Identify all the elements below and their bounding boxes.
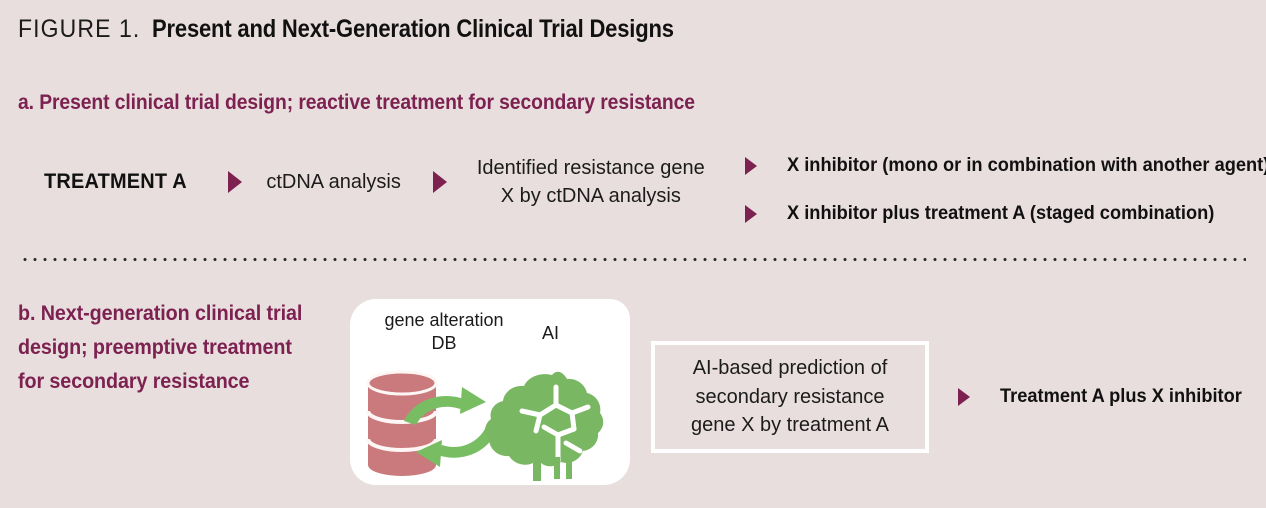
flow-arrow-icon-2 [432, 171, 447, 193]
cycle-arrows-icon [404, 387, 496, 467]
gene-alteration-db-label: gene alteration DB [384, 310, 504, 354]
outcome-arrow-icon [745, 157, 757, 175]
outcome-arrow-icon [958, 388, 970, 406]
section-a-outcome-list: X inhibitor (mono or in combination with… [745, 142, 1266, 238]
database-icon [366, 370, 438, 476]
ai-label: AI [542, 323, 560, 343]
section-a-heading: a. Present clinical trial design; reacti… [18, 91, 695, 114]
figure-title-text: Present and Next-Generation Clinical Tri… [151, 15, 674, 43]
flow-step-ctdna-analysis: ctDNA analysis [266, 170, 401, 193]
brain-icon [485, 371, 604, 481]
outcome-arrow-icon [745, 205, 757, 223]
ai-prediction-text: AI-based prediction of secondary resista… [691, 356, 889, 437]
section-b-heading: b. Next-generation clinical trial design… [18, 302, 303, 394]
flow-arrow-icon-1 [228, 171, 243, 193]
outcome-label: X inhibitor (mono or in combination with… [787, 155, 1266, 176]
outcome-item: X inhibitor plus treatment A (staged com… [745, 190, 1266, 238]
figure-number-label: FIGURE 1. [18, 15, 141, 43]
ai-prediction-box: AI-based prediction of secondary resista… [651, 341, 929, 453]
figure-title: FIGURE 1. Present and Next-Generation Cl… [18, 17, 744, 42]
section-b-outcome: Treatment A plus X inhibitor [958, 386, 1252, 408]
outcome-item: X inhibitor (mono or in combination with… [745, 142, 1266, 190]
illustration-panel: gene alteration DB AI [350, 299, 630, 485]
flow-step-treatment-a: TREATMENT A [44, 170, 187, 193]
section-divider [20, 258, 1246, 261]
db-ai-graphic [366, 370, 604, 481]
outcome-label: X inhibitor plus treatment A (staged com… [787, 203, 1215, 224]
section-a-flow-row: TREATMENT A ctDNA analysis Identified re… [44, 152, 705, 212]
outcome-label: Treatment A plus X inhibitor [1000, 386, 1242, 407]
flow-step-identified-gene: Identified resistance gene X by ctDNA an… [476, 156, 705, 207]
